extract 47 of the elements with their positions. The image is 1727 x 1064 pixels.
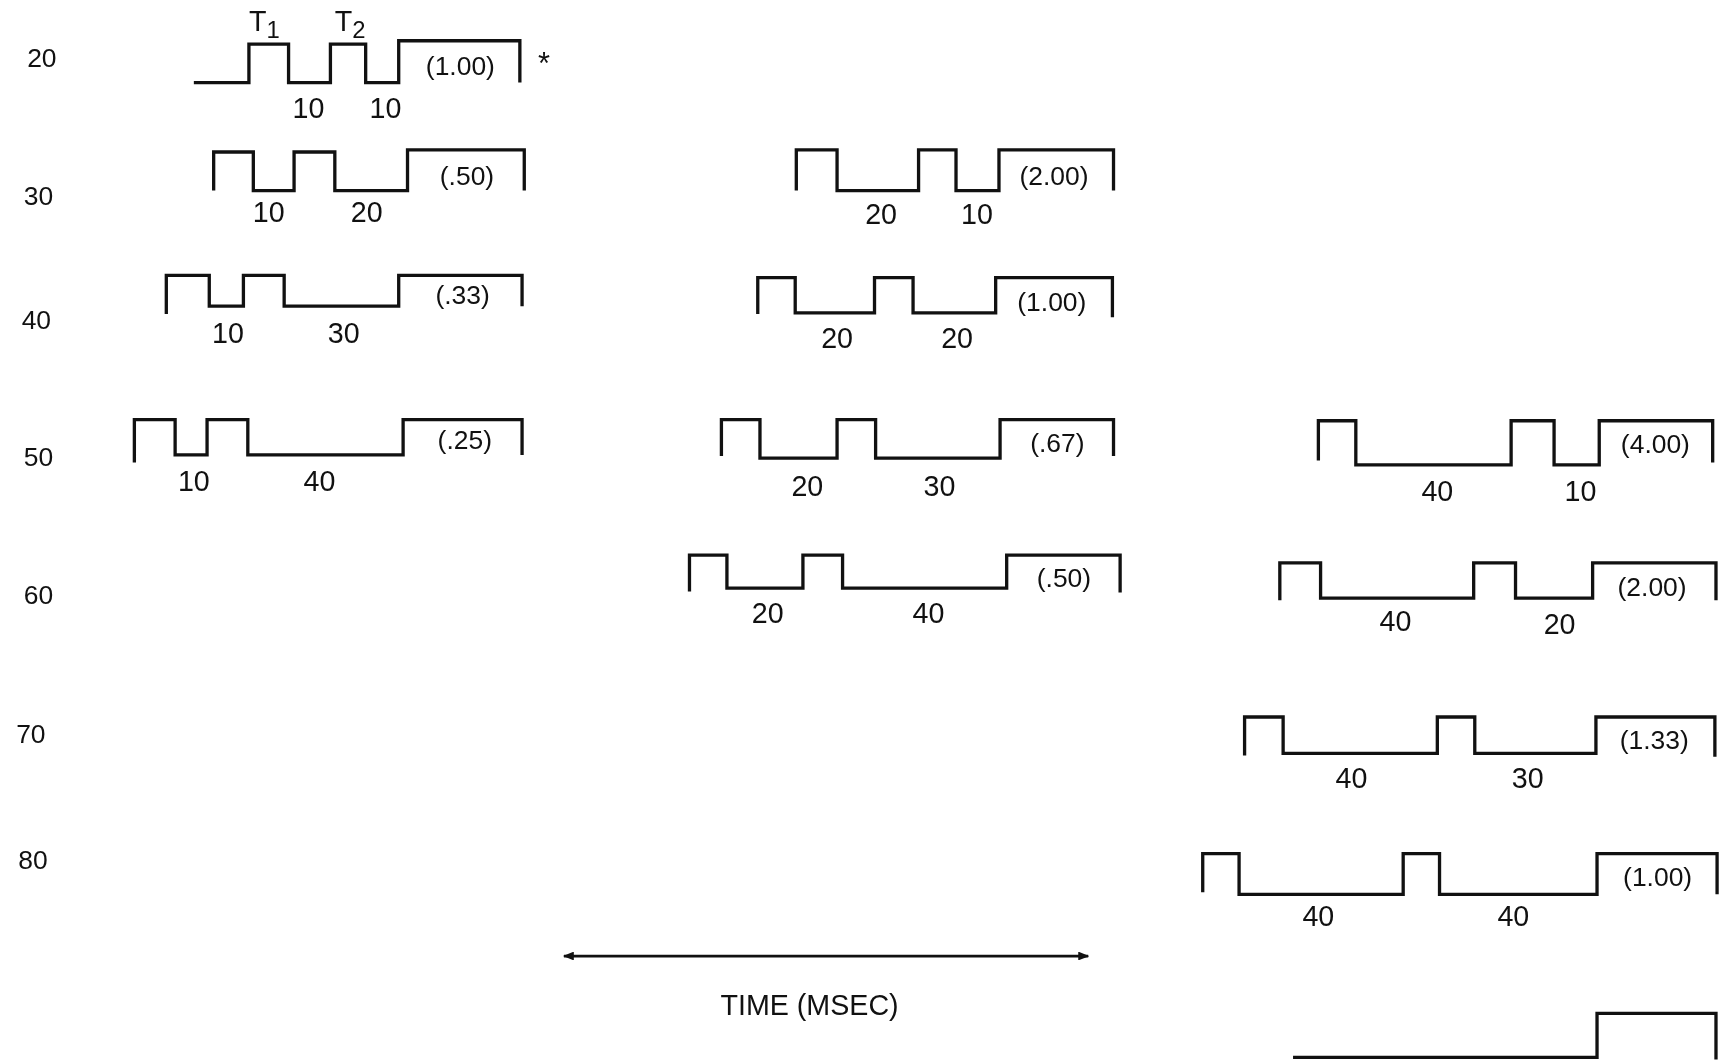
ratio-label: (.67): [1030, 429, 1085, 456]
ratio-label: (.50): [1036, 565, 1092, 592]
interval-label: 10: [177, 467, 210, 496]
interval-label: 20: [821, 323, 853, 353]
ratio-label: (4.00): [1620, 430, 1690, 458]
interval-label: 40: [1421, 476, 1454, 506]
interval-label: 40: [1379, 606, 1412, 636]
ratio-label: (2.00): [1617, 573, 1687, 601]
interval-label: 30: [923, 471, 956, 501]
pulse-label: T$_{1}$: [248, 6, 280, 42]
interval-label: 30: [1511, 763, 1544, 792]
ratio-label: (.33): [435, 281, 490, 309]
interval-label: 20: [350, 198, 383, 227]
ratio-label: (1.00): [1017, 288, 1087, 315]
ratio-label: (.25): [437, 427, 492, 454]
ratio-label: (2.00): [1019, 163, 1089, 190]
ratio-label: (1.00): [1623, 863, 1693, 890]
row-value-label: 20: [27, 45, 57, 72]
interval-label: 10: [252, 198, 285, 227]
row-value-label: 80: [18, 847, 48, 874]
interval-label: 40: [1497, 902, 1530, 931]
row-value-label: 40: [21, 307, 52, 334]
interval-label: 10: [369, 93, 402, 123]
interval-label: 20: [865, 199, 898, 228]
row-value-label: 30: [23, 182, 54, 210]
row-value-label: 70: [16, 721, 46, 748]
interval-label: 20: [941, 323, 974, 353]
interval-label: 40: [303, 467, 336, 496]
interval-label: 20: [1543, 610, 1576, 639]
footnote-mark: *: [538, 48, 551, 80]
interval-label: 20: [791, 471, 824, 501]
interval-label: 10: [292, 93, 325, 123]
ratio-label: (.50): [439, 163, 495, 190]
interval-label: 40: [1335, 763, 1368, 792]
interval-label: 40: [1302, 902, 1335, 931]
axis-title: TIME (MSEC): [720, 991, 899, 1020]
row-value-label: 50: [23, 443, 54, 471]
interval-label: 10: [961, 199, 993, 228]
interval-label: 10: [212, 318, 244, 347]
interval-label: 20: [751, 599, 784, 628]
pulse-label: T$_{2}$: [334, 6, 366, 42]
row-value-label: 60: [23, 581, 54, 608]
interval-label: 10: [1564, 476, 1597, 506]
ratio-label: (1.00): [425, 52, 495, 80]
ratio-label: (1.33): [1619, 726, 1689, 754]
interval-label: 40: [912, 599, 945, 628]
interval-label: 30: [327, 318, 360, 347]
